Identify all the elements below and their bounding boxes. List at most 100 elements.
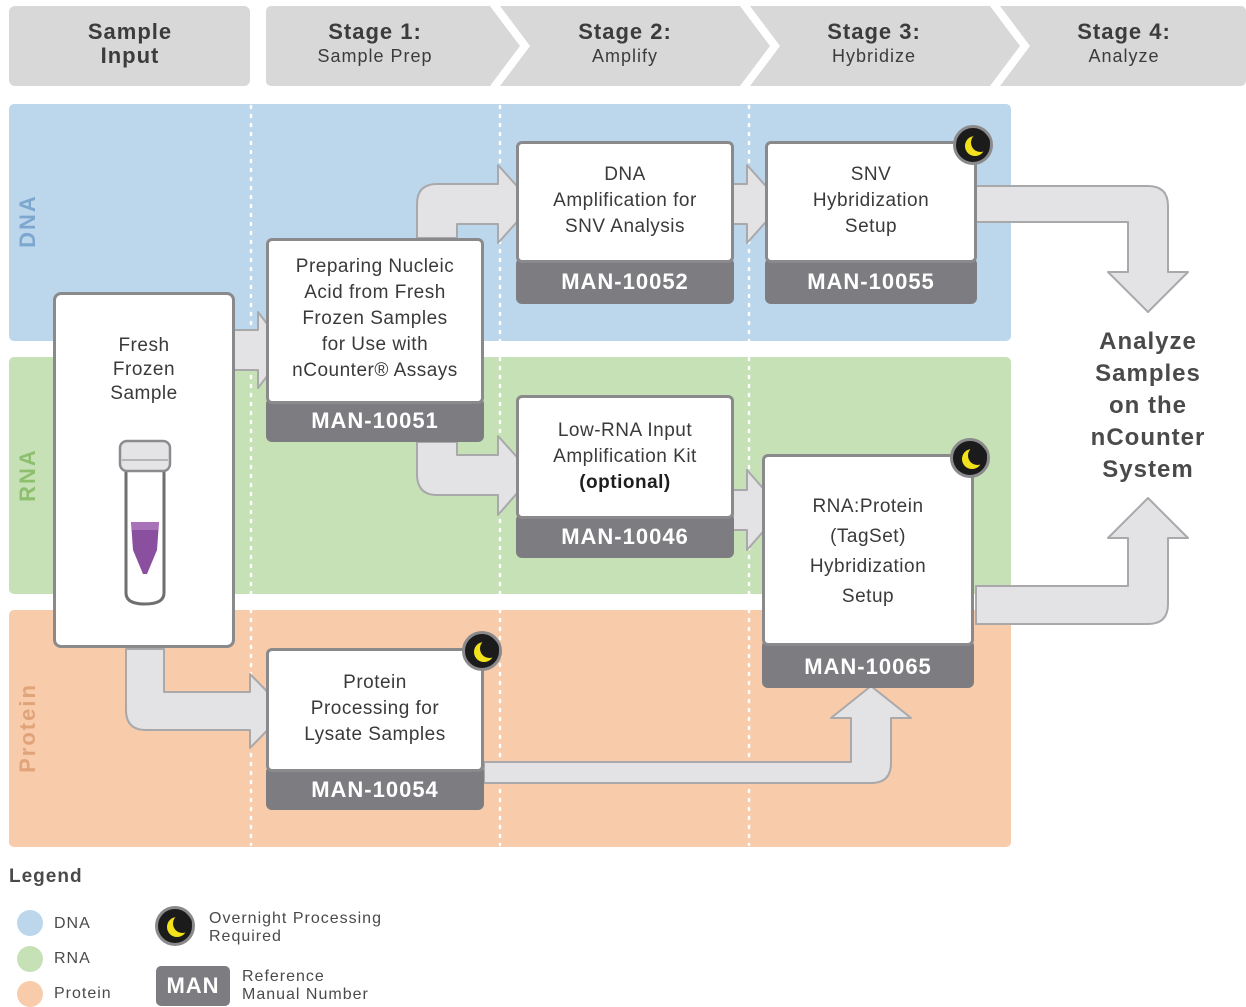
analyze-line2: Samples (1095, 360, 1201, 387)
header-stage-4-sub: Analyze (1088, 46, 1160, 66)
box-snv-hyb-line2: Hybridization (812, 190, 930, 211)
analyze-line1: Analyze (1099, 328, 1197, 355)
box-protein-proc (266, 648, 484, 772)
header-stage3-bg (750, 6, 1020, 86)
flow-arrows (125, 164, 1189, 784)
box-prep-line4: for Use with (321, 334, 429, 355)
legend-moon-icon (155, 906, 195, 946)
header-stage-2: Stage 2: Amplify (525, 20, 725, 68)
legend-dna-swatch (17, 910, 43, 936)
header-stage-3-sub: Hybridize (831, 46, 917, 66)
sample-label-line3: Sample (110, 383, 178, 404)
header-stage-1: Stage 1: Sample Prep (275, 20, 475, 68)
header-stage-3: Stage 3: Hybridize (774, 20, 974, 68)
box-protein-proc-text: Protein Processing for Lysate Samples (266, 670, 484, 748)
header-stage-2-title: Stage 2: (578, 19, 672, 44)
box-rna-protein-text: RNA:Protein (TagSet) Hybridization Setup (762, 492, 974, 612)
sample-label-line1: Fresh (118, 335, 170, 356)
box-rna-protein-line3: Hybridization (809, 556, 927, 577)
box-dna-amp-line3: SNV Analysis (564, 216, 686, 237)
box-snv-hyb-line3: Setup (844, 216, 898, 237)
box-dna-amp-code: MAN-10052 (561, 269, 689, 294)
box-low-rna (516, 395, 734, 519)
box-protein-proc-line3: Lysate Samples (304, 724, 446, 745)
box-snv-hyb-code: MAN-10055 (807, 269, 935, 294)
sample-label: Fresh Frozen Sample (53, 334, 235, 406)
arrow-dna-amp-to-snv (732, 164, 783, 244)
header-stage-2-sub: Amplify (591, 46, 658, 66)
box-low-rna-line2: Amplification Kit (553, 446, 697, 467)
legend-reference-label: Reference Manual Number (242, 968, 369, 1004)
legend-title: Legend (9, 866, 83, 887)
legend-overnight-line1: Overnight Processing (209, 910, 382, 927)
header-stage-3-title: Stage 3: (827, 19, 921, 44)
legend-overnight-line2: Required (209, 928, 282, 945)
box-prep-line3: Frozen Samples (302, 308, 448, 329)
header-sample-input-line2: Input (100, 43, 160, 68)
arrow-protein-to-rna-protein (483, 685, 912, 784)
lane-protein-bg (9, 610, 1011, 847)
box-rna-protein-line4: Setup (841, 586, 895, 607)
header-stage2-bg (500, 6, 770, 86)
arrow-prep-to-dna-amp (416, 164, 534, 244)
box-dna-amp-text: DNA Amplification for SNV Analysis (516, 162, 734, 240)
box-dna-amp-line1: DNA (604, 164, 646, 185)
header-sample-input-line1: Sample (87, 19, 173, 44)
legend-protein-label: Protein (54, 985, 112, 1002)
sample-label-line2: Frozen (112, 359, 176, 380)
lane-label-protein: Protein (15, 683, 40, 773)
box-rna-protein-code: MAN-10065 (804, 654, 932, 679)
header-sample-input: Sample Input (30, 20, 230, 68)
box-rna-protein-line2: (TagSet) (830, 526, 906, 547)
lane-label-dna: DNA (15, 194, 40, 248)
box-snv-hyb-line1: SNV (850, 164, 892, 185)
analyze-line5: System (1102, 456, 1194, 483)
header-stage-4-title: Stage 4: (1077, 19, 1171, 44)
legend-overnight-label: Overnight Processing Required (209, 910, 382, 946)
header-sample-input-bg (9, 6, 250, 86)
man-footers (266, 258, 977, 810)
arrow-sample-to-protein (125, 648, 287, 749)
analyze-line4: nCounter (1090, 424, 1206, 451)
legend-rna-swatch (17, 946, 43, 972)
legend-reference-line2: Manual Number (242, 986, 369, 1003)
box-low-rna-text: Low-RNA Input Amplification Kit (optiona… (516, 418, 734, 496)
header-stage-1-sub: Sample Prep (317, 46, 433, 66)
header-stage4-bg (1000, 6, 1246, 86)
box-prep (266, 238, 484, 404)
legend-rna-label: RNA (54, 950, 91, 967)
box-prep-text: Preparing Nucleic Acid from Fresh Frozen… (266, 254, 484, 384)
sample-tube-icon (118, 439, 172, 606)
header-stage-1-title: Stage 1: (328, 19, 422, 44)
header-stage1-bg (266, 6, 520, 86)
box-protein-proc-code: MAN-10054 (311, 777, 439, 802)
box-snv-hyb-text: SNV Hybridization Setup (765, 162, 977, 240)
legend-protein-swatch (17, 981, 43, 1007)
box-protein-proc-line2: Processing for (310, 698, 440, 719)
box-prep-line5: nCounter® Assays (292, 360, 458, 381)
box-rna-protein-line1: RNA:Protein (812, 496, 924, 517)
box-dna-amp (516, 141, 734, 263)
moon-icon (950, 438, 990, 478)
box-low-rna-line1: Low-RNA Input (557, 420, 693, 441)
legend-reference-line1: Reference (242, 968, 325, 985)
analyze-line3: on the (1109, 392, 1187, 419)
box-snv-hyb (765, 141, 977, 263)
arrow-prep-to-low-rna (416, 435, 534, 516)
analyze-label: Analyze Samples on the nCounter System (1068, 326, 1228, 486)
moon-icon (462, 631, 502, 671)
box-prep-line1: Preparing Nucleic (295, 256, 455, 277)
box-prep-code: MAN-10051 (311, 408, 439, 433)
arrow-rna-protein-to-analyze (975, 497, 1189, 625)
legend-dna-label: DNA (54, 915, 91, 932)
box-rna-protein (762, 454, 974, 646)
arrow-snv-to-analyze (975, 185, 1189, 313)
header-stage-4: Stage 4: Analyze (1024, 20, 1224, 68)
lane-label-rna: RNA (15, 448, 40, 502)
box-dna-amp-line2: Amplification for (553, 190, 697, 211)
moon-icon (953, 125, 993, 165)
box-low-rna-code: MAN-10046 (561, 524, 689, 549)
box-protein-proc-line1: Protein (343, 672, 407, 693)
legend-man-badge: MAN (156, 966, 230, 1006)
